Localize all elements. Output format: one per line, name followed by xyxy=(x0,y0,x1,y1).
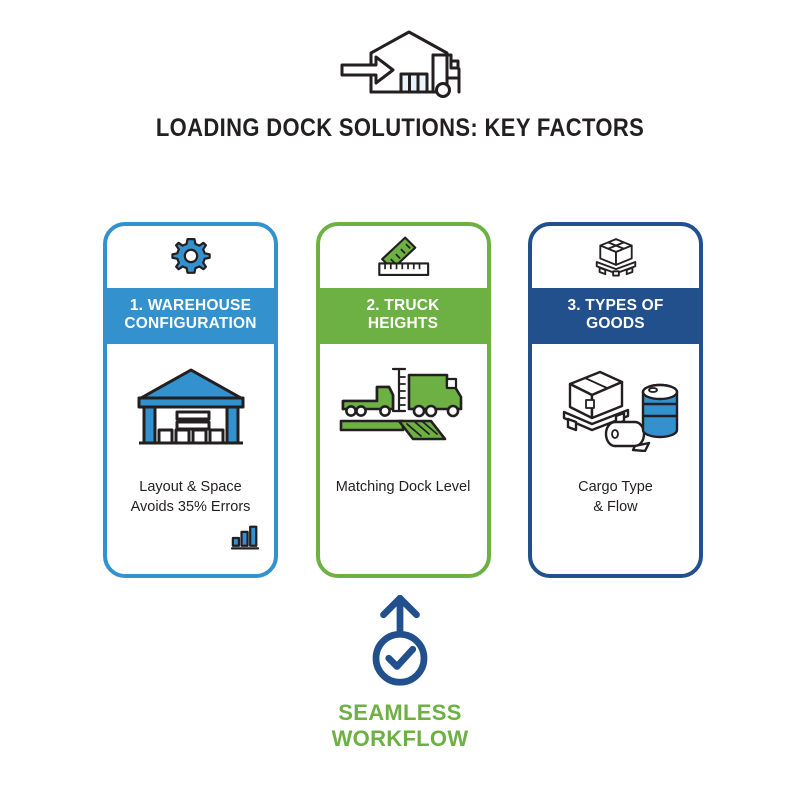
card-types-of-goods[interactable]: 3. TYPES OF GOODS xyxy=(528,222,703,578)
card-header-truck: 2. TRUCK HEIGHTS xyxy=(319,288,487,345)
card-header-goods: 3. TYPES OF GOODS xyxy=(532,288,699,345)
card-top-icon-slot xyxy=(320,226,487,288)
card-caption-line2: & Flow xyxy=(593,498,638,515)
warehouse-building-icon xyxy=(137,368,244,445)
trucks-dock-leveler-icon xyxy=(339,368,463,441)
card-caption-goods: Cargo Type & Flow xyxy=(572,478,659,517)
footer-label-line1: SEAMLESS xyxy=(338,700,462,725)
card-truck-heights[interactable]: 2. TRUCK HEIGHTS xyxy=(315,222,491,578)
card-title-line1: 3. TYPES OF xyxy=(567,297,664,314)
card-caption-warehouse: Layout & Space Avoids 35% Errors xyxy=(125,478,257,517)
card-title-line2: CONFIGURATION xyxy=(124,315,257,333)
warehouse-truck-inbound-icon xyxy=(340,30,461,98)
card-warehouse-configuration[interactable]: 1. WAREHOUSE CONFIGURATION xyxy=(103,222,278,578)
card-body-warehouse: Layout & Space Avoids 35% Errors xyxy=(107,344,274,574)
header: LOADING DOCK SOLUTIONS: KEY FACTORS xyxy=(0,22,800,143)
footer-label-line2: WORKFLOW xyxy=(331,726,469,752)
card-illustration-slot xyxy=(337,360,469,454)
card-title-line2: HEIGHTS xyxy=(367,315,439,333)
ruler-set-square-icon xyxy=(378,236,430,277)
pallet-box-icon xyxy=(595,238,636,277)
card-header-warehouse: 1. WAREHOUSE CONFIGURATION xyxy=(107,288,274,345)
card-body-goods: Cargo Type & Flow xyxy=(532,344,699,574)
gear-icon xyxy=(170,238,211,274)
card-top-icon-slot xyxy=(107,226,274,288)
card-caption-truck: Matching Dock Level xyxy=(330,478,477,498)
card-caption-line2: Avoids 35% Errors xyxy=(130,498,251,515)
cargo-pallet-roll-drum-icon xyxy=(562,371,678,453)
footer-label: SEAMLESS WORKFLOW xyxy=(0,700,800,753)
cards-row: 1. WAREHOUSE CONFIGURATION xyxy=(103,222,703,578)
card-caption-line1: Matching Dock Level xyxy=(335,479,471,496)
card-caption-line1: Cargo Type xyxy=(578,479,653,496)
card-badge-slot xyxy=(230,525,260,556)
card-title-line2: GOODS xyxy=(586,315,645,333)
card-body-truck: Matching Dock Level xyxy=(320,344,487,574)
card-illustration-slot xyxy=(552,360,680,454)
footer: SEAMLESS WORKFLOW xyxy=(0,592,800,753)
card-title-line1: 1. WAREHOUSE xyxy=(129,297,252,314)
card-illustration-slot xyxy=(133,360,249,454)
card-caption-line1: Layout & Space xyxy=(139,479,242,496)
page-title: LOADING DOCK SOLUTIONS: KEY FACTORS xyxy=(155,114,645,142)
card-top-icon-slot xyxy=(532,226,699,288)
arrow-up-check-circle-icon xyxy=(372,594,428,686)
card-title-line1: 2. TRUCK xyxy=(366,297,440,314)
bar-chart-icon xyxy=(230,525,260,550)
